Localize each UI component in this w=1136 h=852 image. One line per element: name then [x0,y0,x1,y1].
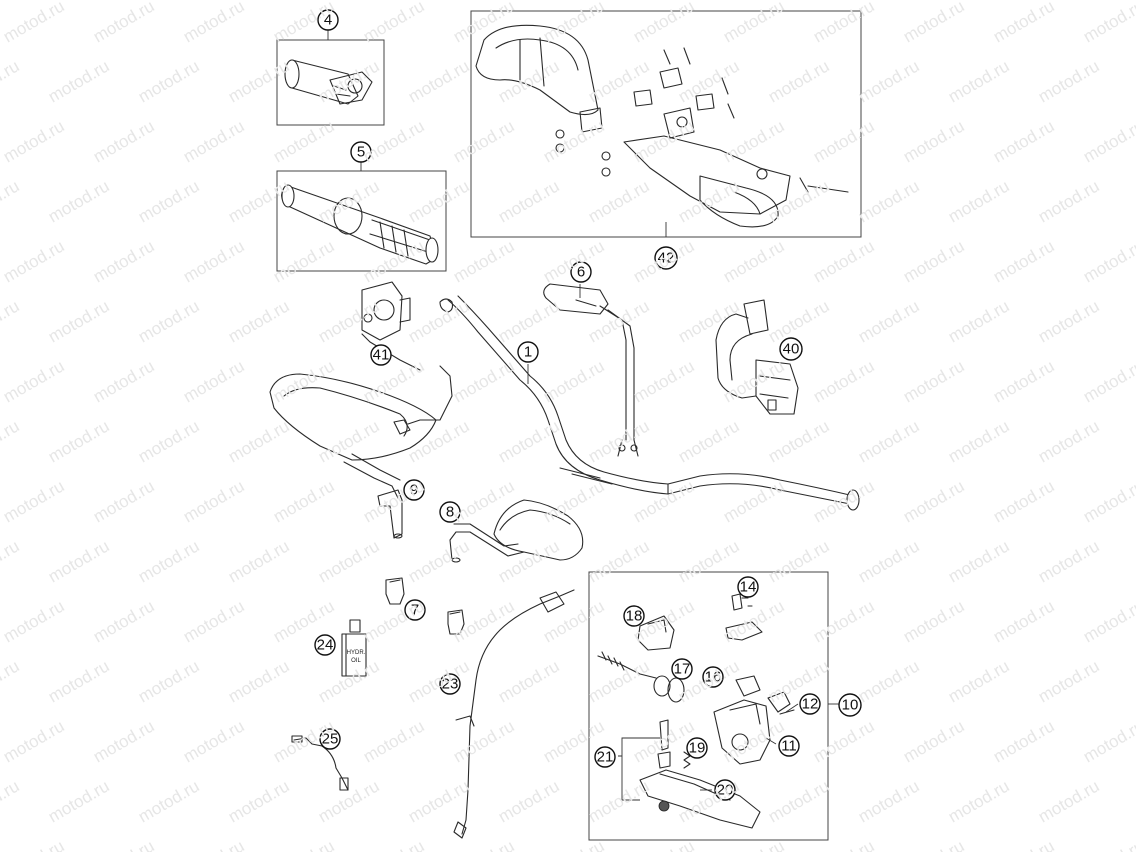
oil-bottle-part-24: HYDR. OIL [341,619,367,677]
mirror-right-part-8 [449,499,584,563]
svg-text:25: 25 [322,731,339,748]
callout-18: 18 [623,605,645,627]
svg-text:5: 5 [357,144,365,161]
callout-9: 9 [403,479,425,501]
svg-text:17: 17 [674,661,691,678]
callout-12: 12 [799,693,821,715]
callout-16: 16 [702,666,724,688]
svg-text:8: 8 [446,504,454,521]
mirror-stem-part-9 [377,489,403,539]
svg-text:42: 42 [658,250,675,267]
grip-part-4 [284,59,373,105]
bolts-part-7 [385,577,465,635]
leader-11 [765,737,777,745]
frame-brake-assembly-10 [588,571,829,841]
cable-part-23 [453,589,575,839]
callout-17: 17 [671,658,693,680]
oil-bottle-label-line1: HYDR. [347,650,366,656]
svg-text:40: 40 [783,341,800,358]
callout-25: 25 [319,728,341,750]
callout-20: 20 [714,779,736,801]
svg-text:14: 14 [740,579,757,596]
leader-21 [618,737,660,801]
callout-40: 40 [779,337,803,361]
svg-text:1: 1 [524,344,532,361]
callout-41: 41 [370,344,392,366]
svg-text:4: 4 [324,12,332,29]
callout-21: 21 [594,746,616,768]
switch-unit-part-40 [715,299,799,415]
mirror-left [269,365,453,499]
throttle-part-5 [281,184,439,265]
svg-text:20: 20 [717,782,734,799]
switch-cable-part-6 [543,283,639,457]
callout-7: 7 [404,599,426,621]
frame-grip-4 [276,39,385,126]
svg-text:7: 7 [411,602,419,619]
svg-text:16: 16 [705,669,722,686]
callout-10: 10 [838,693,862,717]
svg-text:41: 41 [373,347,390,364]
callout-8: 8 [439,501,461,523]
svg-text:9: 9 [410,482,418,499]
svg-text:23: 23 [442,676,459,693]
handguard-part-42 [475,24,849,228]
callout-23: 23 [439,673,461,695]
svg-text:10: 10 [842,697,859,714]
svg-text:11: 11 [781,738,797,755]
callout-19: 19 [686,737,708,759]
leader-12 [785,703,799,713]
callout-24: 24 [314,634,336,656]
callout-14: 14 [737,576,759,598]
svg-text:6: 6 [577,264,585,281]
callout-1: 1 [517,341,539,363]
wire-part-25 [291,735,349,791]
brake-assembly-parts [597,593,795,829]
svg-text:18: 18 [626,608,643,625]
svg-text:21: 21 [597,749,614,766]
frame-throttle-5 [276,170,447,272]
svg-text:19: 19 [689,740,706,757]
callout-42: 42 [654,246,678,270]
svg-text:12: 12 [802,696,819,713]
callout-6: 6 [570,261,592,283]
svg-text:24: 24 [317,637,334,654]
oil-bottle-label-line2: OIL [351,658,361,664]
callout-11: 11 [778,735,800,757]
callout-4: 4 [317,9,339,31]
handlebar-part-1 [447,295,860,511]
callout-5: 5 [350,141,372,163]
